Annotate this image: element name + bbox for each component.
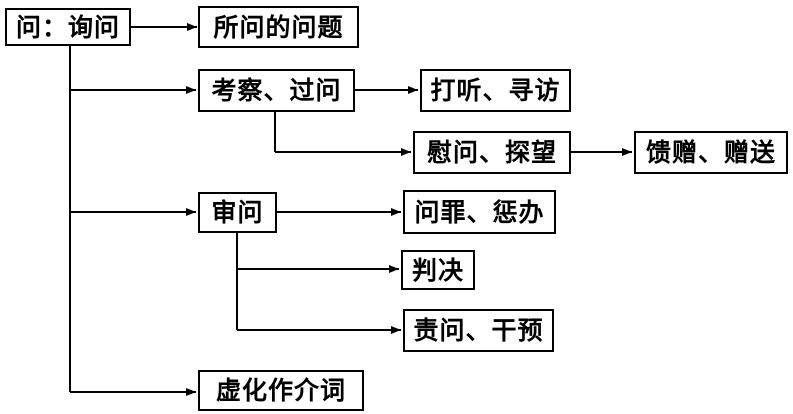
node-inquire: 打听、寻访 (420, 69, 571, 112)
node-question: 所问的问题 (198, 6, 359, 48)
node-reprove: 责问、干预 (403, 309, 554, 352)
node-gift: 馈赠、赠送 (634, 131, 788, 174)
node-console: 慰问、探望 (413, 131, 571, 174)
node-accuse: 问罪、惩办 (403, 190, 556, 234)
node-preposition: 虚化作介词 (198, 370, 364, 411)
node-judge: 判决 (401, 250, 475, 290)
node-interrogate: 审问 (198, 192, 277, 233)
node-inspect: 考察、过问 (198, 69, 355, 112)
node-root: 问：询问 (5, 8, 131, 46)
